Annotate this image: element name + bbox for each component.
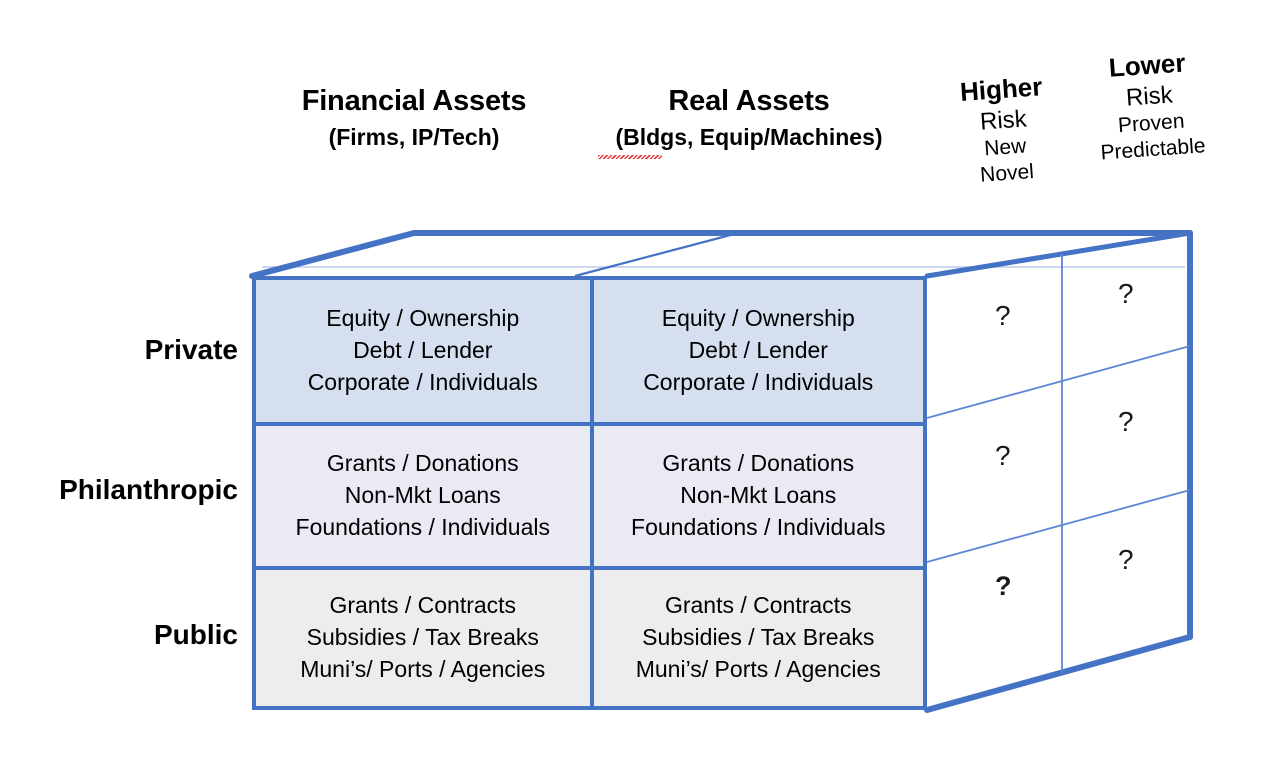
cell-line: Non-Mkt Loans [344,482,501,509]
matrix-cell-public-real[interactable]: Grants / Contracts Subsidies / Tax Break… [589,566,923,706]
cell-line: Grants / Donations [326,450,519,477]
matrix-cell-public-financial[interactable]: Grants / Contracts Subsidies / Tax Break… [256,566,590,706]
matrix-front-face: Equity / Ownership Debt / Lender Corpora… [252,276,927,710]
row-label-public: Public [153,619,238,650]
column-header-real-assets: Real Assets (Bldgs, Equip/Machines) [588,84,910,151]
matrix-cell-private-financial[interactable]: Equity / Ownership Debt / Lender Corpora… [256,280,590,422]
matrix-cell-philanthropic-real[interactable]: Grants / Donations Non-Mkt Loans Foundat… [589,422,923,566]
cell-line: Foundations / Individuals [295,513,550,540]
cell-line: Non-Mkt Loans [680,482,837,509]
column-header-financial-assets: Financial Assets (Firms, IP/Tech) [253,84,575,151]
cell-line: Muni’s/ Ports / Agencies [635,655,881,682]
cell-line: Equity / Ownership [661,305,855,332]
cell-line: Subsidies / Tax Breaks [642,624,875,651]
cell-line: Subsidies / Tax Breaks [306,624,539,651]
side-cell-public-higher[interactable]: ? [995,571,1012,601]
cell-line: Muni’s/ Ports / Agencies [300,655,546,682]
column-header-sub: (Bldgs, Equip/Machines) [615,124,883,151]
cell-line: Grants / Contracts [664,592,852,619]
column-header-main: Real Assets [668,85,830,117]
side-cell-private-lower[interactable]: ? [1118,278,1134,309]
risk-label-lower: Lower Risk Proven Predictable [1076,45,1223,167]
spellcheck-underline [598,155,662,159]
cell-line: Debt / Lender [353,337,493,364]
cell-line: Grants / Donations [662,450,855,477]
cell-line: Corporate / Individuals [307,368,538,395]
side-cell-public-lower[interactable]: ? [1118,544,1134,575]
cell-line: Debt / Lender [688,337,828,364]
column-header-main: Financial Assets [301,85,527,117]
side-cell-philanthropic-lower[interactable]: ? [1118,406,1134,437]
column-header-sub: (Firms, IP/Tech) [328,124,500,151]
row-label-philanthropic: Philanthropic [59,474,238,505]
side-cell-private-higher[interactable]: ? [995,300,1011,331]
cell-line: Foundations / Individuals [631,513,886,540]
matrix-cell-private-real[interactable]: Equity / Ownership Debt / Lender Corpora… [589,280,923,422]
row-label-private: Private [144,334,238,365]
cell-line: Equity / Ownership [326,305,520,332]
cell-line: Grants / Contracts [329,592,517,619]
side-cell-philanthropic-higher[interactable]: ? [995,440,1011,471]
risk-label-higher: Higher Risk New Novel [944,70,1064,190]
cell-line: Corporate / Individuals [643,368,874,395]
matrix-cell-philanthropic-financial[interactable]: Grants / Donations Non-Mkt Loans Foundat… [256,422,590,566]
